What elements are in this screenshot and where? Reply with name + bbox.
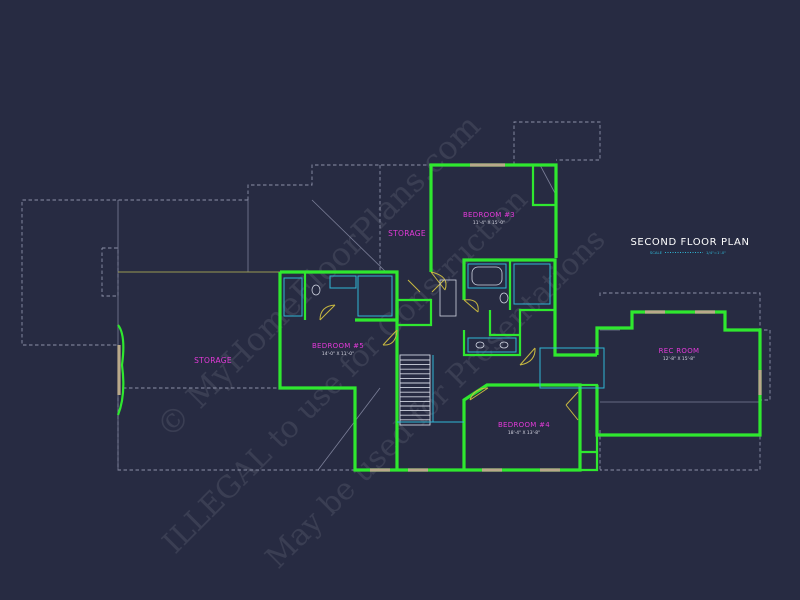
storage-label-lower: STORAGE bbox=[194, 356, 232, 365]
door-bath bbox=[463, 299, 479, 313]
door-closet bbox=[565, 391, 579, 421]
walls bbox=[278, 163, 762, 472]
roof-line bbox=[311, 199, 387, 273]
vanity bbox=[467, 337, 517, 353]
bathtub bbox=[467, 263, 507, 289]
room-dims-bedroom3: 11'-4" X 15'-0" bbox=[473, 220, 505, 226]
room-name-bedroom4: BEDROOM #4 bbox=[498, 421, 550, 429]
wall-hall-bath bbox=[488, 310, 520, 337]
scale-value: 1/4"=1'-0" bbox=[706, 250, 726, 255]
outline-left-wing bbox=[21, 199, 248, 346]
bay-window-wall bbox=[116, 324, 125, 416]
outline-left-step bbox=[101, 247, 119, 297]
scale-label: SCALE bbox=[650, 250, 663, 255]
outline-top-left bbox=[247, 164, 430, 200]
room-dims-rec-room: 12'-8" X 15'-8" bbox=[663, 356, 695, 362]
door-rec bbox=[519, 347, 536, 366]
wall-bath-upper bbox=[462, 258, 597, 357]
room-dims-bedroom4: 18'-4" X 13'-8" bbox=[508, 430, 540, 436]
staircase bbox=[397, 354, 464, 426]
room-labels: BEDROOM #3 11'-4" X 15'-0" BEDROOM #5 14… bbox=[194, 211, 699, 436]
wall-bath5 bbox=[280, 270, 399, 322]
stair-treads bbox=[400, 359, 430, 421]
door-bath5 bbox=[319, 304, 336, 321]
bath5-tub bbox=[283, 277, 303, 317]
wall-bath-vanity bbox=[462, 308, 555, 357]
stair-outline bbox=[399, 354, 431, 426]
toilet bbox=[311, 284, 321, 296]
outline-rec-bottom bbox=[600, 430, 761, 471]
sink bbox=[499, 341, 509, 349]
outline-bottom-right bbox=[580, 430, 601, 471]
bath5-vanity bbox=[329, 275, 357, 289]
fixtures bbox=[283, 263, 605, 389]
room-name-bedroom5: BEDROOM #5 bbox=[312, 342, 364, 350]
wall-bedroom3-closet bbox=[531, 165, 556, 207]
bathtub-inner bbox=[471, 266, 503, 286]
door-bedroom4 bbox=[469, 387, 489, 401]
roof-slopes bbox=[117, 164, 760, 471]
hall-closet-shelf bbox=[439, 279, 457, 317]
toilet bbox=[499, 292, 509, 304]
rec-bar bbox=[539, 347, 605, 389]
roof-line bbox=[539, 164, 557, 196]
door-hall-closet bbox=[407, 279, 445, 293]
door-bedroom5 bbox=[382, 329, 398, 346]
room-name-bedroom3: BEDROOM #3 bbox=[463, 211, 515, 219]
wall-bedroom4-closet bbox=[580, 383, 599, 472]
wall-hall-closet bbox=[397, 298, 433, 327]
door-bedroom3 bbox=[430, 271, 447, 291]
bath5-shower bbox=[357, 275, 393, 317]
room-dims-bedroom5: 14'-0" X 11'-0" bbox=[322, 351, 354, 357]
outline-top-right bbox=[513, 121, 601, 165]
storage-label-upper: STORAGE bbox=[388, 229, 426, 238]
wall-bedroom5 bbox=[278, 272, 397, 472]
plan-title: SECOND FLOOR PLAN bbox=[630, 237, 749, 248]
sink bbox=[475, 341, 485, 349]
doors bbox=[319, 271, 579, 421]
watermark: © MyHomeFloorPlans.com ILLEGAL to use fo… bbox=[149, 107, 613, 576]
shower bbox=[513, 263, 551, 305]
roof-line bbox=[317, 387, 381, 471]
title-block: SECOND FLOOR PLAN SCALE 1/4"=1'-0" bbox=[630, 237, 749, 255]
wall-rec-room bbox=[595, 310, 762, 437]
room-name-rec-room: REC ROOM bbox=[659, 347, 700, 355]
